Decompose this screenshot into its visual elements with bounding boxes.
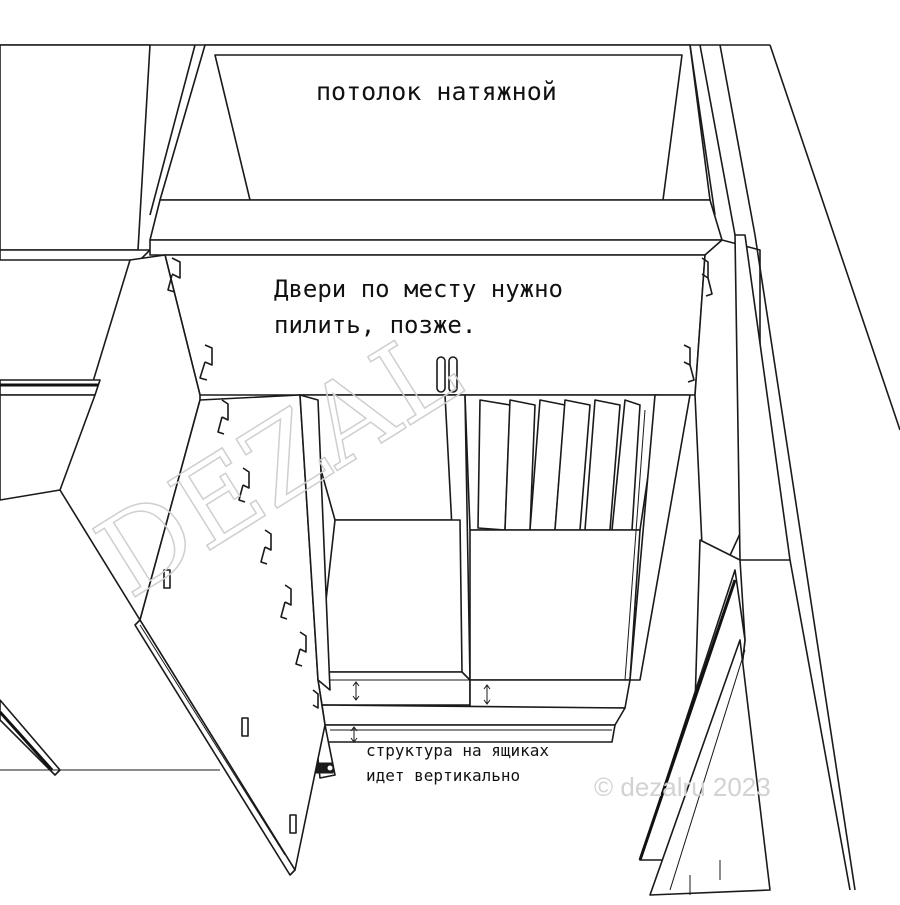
- vertical-arrow-icon: [483, 684, 491, 705]
- doors-note-line1: Двери по месту нужно: [274, 275, 563, 303]
- hanging-garments: [477, 399, 641, 531]
- hinge-icon: [260, 529, 272, 565]
- hinge-icon: [701, 257, 713, 297]
- ceiling-box: [149, 44, 716, 216]
- copyright-watermark: © dezalru 2023: [594, 772, 771, 802]
- hanging-rail: [436, 356, 458, 393]
- drawers-note-line2: идет вертикально: [366, 766, 520, 785]
- ceiling-label: потолок натяжной: [316, 77, 557, 106]
- hinge-icon: [238, 467, 250, 503]
- hinge-icon: [683, 344, 695, 383]
- right-side: [638, 234, 856, 896]
- drawers: [310, 671, 631, 779]
- doors-note-line2: пилить, позже.: [274, 311, 476, 339]
- left-open-door: [54, 254, 331, 876]
- vertical-arrow-icon: [350, 726, 358, 743]
- drawers-note-line1: структура на ящиках: [366, 741, 549, 760]
- hinge-icon: [312, 689, 319, 709]
- top-shelf: [149, 199, 723, 256]
- hinge-icon: [295, 631, 307, 667]
- hinge-icon: [217, 399, 229, 435]
- drawer-right-top: [469, 679, 631, 709]
- drawer-bottom: [321, 704, 626, 743]
- hinge-icon: [167, 257, 181, 293]
- vertical-arrow-icon: [352, 681, 360, 701]
- interior: [299, 356, 691, 681]
- far-left-cabinet: [0, 379, 220, 776]
- hinge-icon: [280, 584, 292, 620]
- hinge-icon: [199, 344, 213, 381]
- hinges: [167, 257, 713, 709]
- drawer-left-top: [317, 671, 471, 706]
